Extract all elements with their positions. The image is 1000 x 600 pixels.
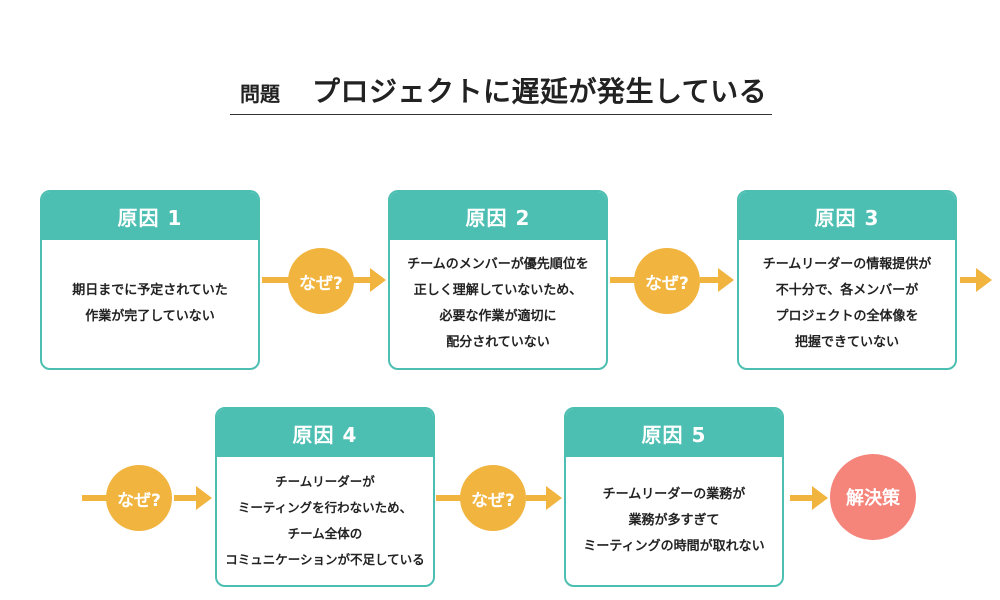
- arrow-icon: [436, 495, 466, 501]
- why-circle-4: なぜ?: [460, 465, 526, 531]
- arrow-icon: [700, 268, 734, 292]
- arrow-icon: [610, 277, 640, 283]
- cause-card-4: 原因 4 チームリーダーが ミーティングを行わないため、 チーム全体の コミュニ…: [215, 407, 435, 587]
- cause-card-2: 原因 2 チームのメンバーが優先順位を 正しく理解していないため、 必要な作業が…: [388, 190, 608, 370]
- cause-text-3: チームリーダーの情報提供が 不十分で、各メンバーが プロジェクトの全体像を 把握…: [762, 257, 932, 350]
- cause-text-5: チームリーダーの業務が 業務が多すぎて ミーティングの時間が取れない: [583, 487, 765, 554]
- cause-card-3: 原因 3 チームリーダーの情報提供が 不十分で、各メンバーが プロジェクトの全体…: [737, 190, 957, 370]
- arrow-icon: [174, 486, 212, 510]
- why-circle-1: なぜ?: [288, 248, 354, 314]
- arrow-icon: [526, 486, 562, 510]
- cause-heading-2: 原因 2: [390, 192, 606, 240]
- cause-heading-3: 原因 3: [739, 192, 955, 240]
- why-circle-2: なぜ?: [634, 248, 700, 314]
- arrow-icon: [262, 277, 292, 283]
- problem-title: 問題 プロジェクトに遅延が発生している: [230, 58, 772, 115]
- cause-heading-1: 原因 1: [42, 192, 258, 240]
- cause-text-2: チームのメンバーが優先順位を 正しく理解していないため、 必要な作業が適切に 配…: [407, 257, 589, 350]
- cause-text-1: 期日までに予定されていた 作業が完了していない: [72, 283, 228, 324]
- cause-heading-4: 原因 4: [217, 409, 433, 457]
- arrow-icon: [790, 486, 828, 510]
- why-circle-3: なぜ?: [106, 465, 172, 531]
- solution-circle: 解決策: [830, 454, 916, 540]
- cause-heading-5: 原因 5: [566, 409, 782, 457]
- cause-text-4: チームリーダーが ミーティングを行わないため、 チーム全体の コミュニケーション…: [225, 474, 425, 567]
- problem-text: プロジェクトに遅延が発生している: [312, 75, 768, 108]
- problem-label: 問題: [240, 82, 280, 106]
- arrow-icon: [960, 268, 992, 292]
- cause-card-5: 原因 5 チームリーダーの業務が 業務が多すぎて ミーティングの時間が取れない: [564, 407, 784, 587]
- cause-card-1: 原因 1 期日までに予定されていた 作業が完了していない: [40, 190, 260, 370]
- arrow-icon: [352, 268, 386, 292]
- arrow-icon: [82, 495, 112, 501]
